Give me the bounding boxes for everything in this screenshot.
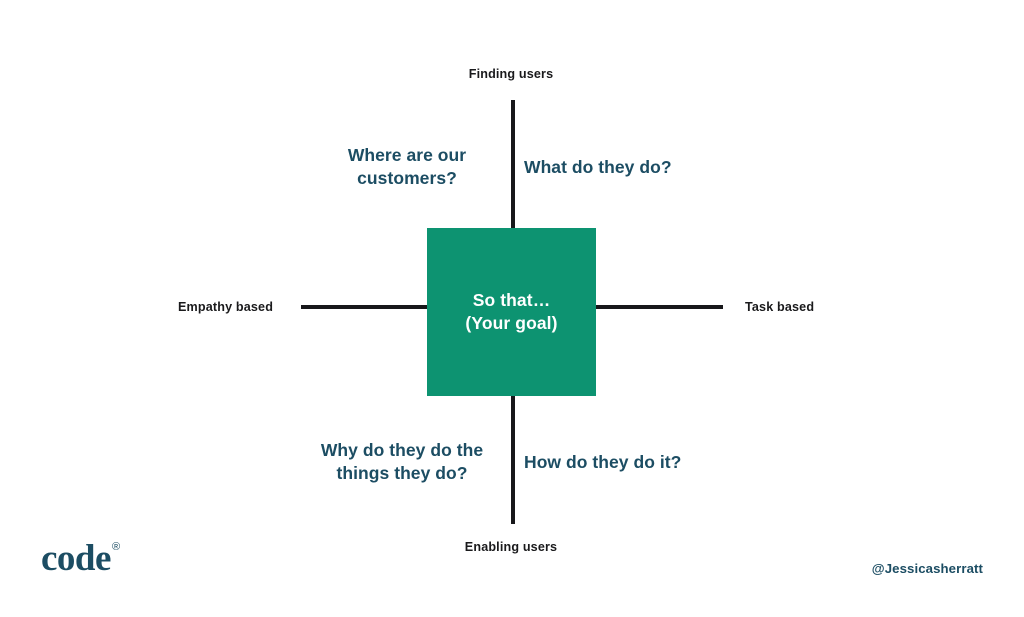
- quadrant-question-bottom-left: Why do they do the things they do?: [320, 440, 484, 483]
- goal-line-2: (Your goal): [465, 313, 558, 333]
- author-handle: @Jessicasherratt: [871, 561, 983, 576]
- goal-box: So that… (Your goal): [427, 228, 596, 396]
- brand-logo: code ®: [41, 540, 120, 577]
- brand-logo-text: code: [41, 538, 111, 579]
- axis-label-right: Task based: [745, 300, 815, 314]
- goal-line-1: So that…: [472, 289, 551, 310]
- quadrant-question-top-left: Where are our customers?: [347, 145, 467, 188]
- quadrant-question-bottom-right: How do they do it?: [524, 452, 682, 472]
- quadrant-question-top-right: What do they do?: [524, 157, 672, 177]
- axis-label-top: Finding users: [468, 67, 554, 81]
- axis-label-left: Empathy based: [178, 300, 274, 314]
- axis-label-bottom: Enabling users: [464, 540, 558, 554]
- registered-trademark-icon: ®: [111, 541, 120, 553]
